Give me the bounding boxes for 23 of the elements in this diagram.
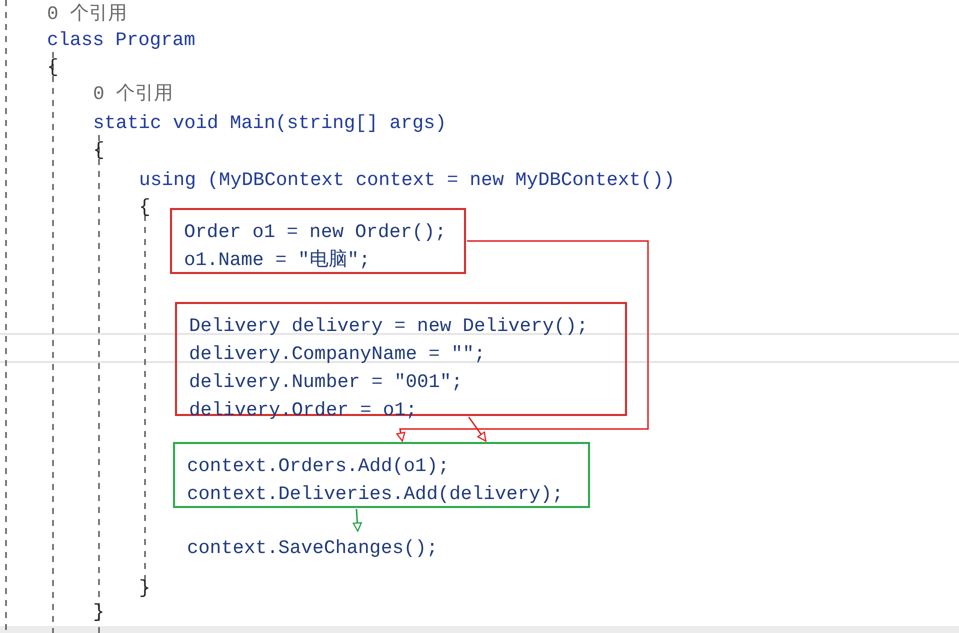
highlight-box — [173, 442, 590, 508]
code-line: { — [139, 195, 150, 220]
code-line: } — [93, 600, 104, 625]
code-line: { — [47, 55, 58, 80]
code-line: } — [139, 576, 150, 601]
arrow — [468, 416, 486, 442]
code-line: context.Orders.Add(o1); — [186, 454, 450, 479]
code-line: Delivery delivery = new Delivery(); — [188, 314, 590, 339]
code-line: class Program — [47, 28, 196, 53]
code-line: delivery.CompanyName = ""; — [188, 342, 486, 367]
highlight-box — [170, 208, 466, 274]
code-line: o1.Name = "电脑"; — [183, 248, 372, 273]
code-line: using (MyDBContext context = new MyDBContext()) — [139, 168, 675, 193]
code-line: static void Main(string[] args) — [93, 111, 446, 136]
code-line: 0 个引用 — [47, 2, 127, 27]
code-line: delivery.Number = "001"; — [188, 370, 464, 395]
code-line: context.Deliveries.Add(delivery); — [186, 482, 564, 507]
arrow — [352, 508, 362, 532]
code-line: Order o1 = new Order(); — [183, 220, 448, 245]
code-line: 0 个引用 — [93, 82, 173, 107]
arrow — [396, 240, 649, 442]
code-line: { — [93, 138, 104, 163]
code-line: context.SaveChanges(); — [186, 536, 439, 561]
